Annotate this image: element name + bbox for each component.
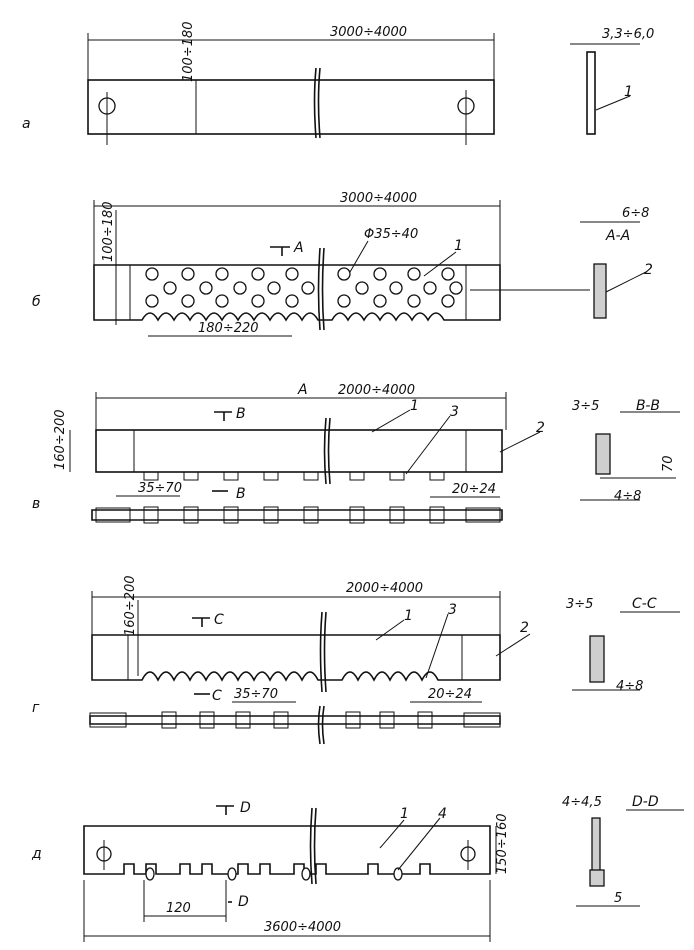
- length-value: 3000÷4000: [340, 191, 417, 206]
- break-line: [323, 417, 331, 485]
- plan-slots: [89, 711, 501, 729]
- pitch-value: 180÷220: [198, 321, 259, 336]
- break-line: [319, 611, 327, 693]
- hole-diameter: Φ35÷40: [364, 227, 418, 242]
- pitch-value: 120: [166, 901, 191, 916]
- side-view: [586, 51, 596, 135]
- leader-2: [495, 633, 531, 657]
- callout-4: 4: [438, 806, 447, 822]
- leader-1: [595, 95, 631, 111]
- row-label-d: д: [31, 846, 42, 862]
- row-label-b: б: [32, 294, 41, 310]
- leader-1: [371, 409, 411, 433]
- thickness-value: 4÷4,5: [562, 795, 602, 810]
- row-label-g: г: [32, 700, 40, 716]
- row-label-a: а: [22, 116, 31, 132]
- section-title: B-B: [636, 398, 660, 414]
- gap-value: 20÷24: [452, 482, 496, 497]
- section-view: [593, 263, 607, 319]
- length-value: 3600÷4000: [264, 920, 341, 935]
- leader-1: [375, 619, 405, 641]
- side-thick-value: 4÷8: [614, 489, 641, 504]
- thickness-value: 3÷5: [566, 597, 593, 612]
- comb-plate: [91, 634, 501, 682]
- length-mark: A: [297, 382, 308, 398]
- height-value: 160÷200: [123, 575, 138, 636]
- callout-1: 1: [404, 608, 413, 624]
- perforation-holes: [145, 267, 463, 308]
- slot-value: 35÷70: [138, 481, 182, 496]
- leader-1: [423, 251, 457, 277]
- section-view: [591, 817, 601, 875]
- bottom-value: 5: [614, 891, 622, 906]
- row-label-v: в: [32, 496, 40, 512]
- plan-strip: [91, 509, 503, 521]
- row-a: а 3000÷4000 100÷180 3,3÷6,0 1: [22, 21, 654, 145]
- height-value: 100÷180: [101, 201, 116, 262]
- thickness-value: 3÷5: [572, 399, 599, 414]
- section-mark-letter: A: [293, 240, 304, 256]
- callout-2: 2: [644, 262, 653, 278]
- notched-plate: [83, 825, 491, 875]
- plan-slots: [95, 506, 501, 524]
- height-value: 150÷160: [495, 813, 510, 874]
- side-thick-value: 4÷8: [616, 679, 643, 694]
- leader-2: [499, 431, 541, 453]
- section-view: [589, 635, 605, 683]
- callout-3: 3: [448, 602, 457, 618]
- length-value: 2000÷4000: [338, 383, 415, 398]
- leader-2: [605, 271, 647, 293]
- section-mark-letter-lower: C: [212, 688, 222, 704]
- perforated-plate: [93, 264, 501, 322]
- plan-strip: [89, 715, 501, 725]
- row-v: в A 2000÷4000 160÷200 B 1 3 2 35÷70 B 20…: [32, 382, 680, 524]
- section-mark-letter-lower: B: [236, 486, 246, 502]
- leader-3: [405, 415, 451, 475]
- thickness-value: 6÷8: [622, 206, 649, 221]
- break-line: [313, 67, 321, 139]
- fixing-tabs: [145, 867, 403, 881]
- length-value: 2000÷4000: [346, 581, 423, 596]
- leader-3: [425, 613, 449, 679]
- section-mark-letter: B: [236, 406, 246, 422]
- section-mark-letter-lower: D: [238, 894, 249, 910]
- section-foot: [589, 869, 605, 887]
- section-title: D-D: [632, 794, 659, 810]
- section-mark-letter: D: [240, 800, 251, 816]
- thickness-value: 3,3÷6,0: [602, 27, 654, 42]
- leader-4: [397, 817, 441, 871]
- callout-2: 2: [536, 420, 545, 436]
- row-d: д D 1 4 150÷160 120 D 3600÷4000 4÷4,5 D-…: [31, 794, 684, 942]
- hole-leader: [349, 240, 369, 273]
- row-g: г 2000÷4000 160÷200 C 1 3 2 C 35÷70 20÷2…: [32, 575, 680, 745]
- grid-plate: [95, 429, 503, 473]
- callout-1: 1: [410, 398, 419, 414]
- callout-1: 1: [454, 238, 463, 254]
- row-b: б 3000÷4000 100÷180 A Φ35÷40 180÷220 1 6…: [32, 191, 653, 337]
- callout-3: 3: [450, 404, 459, 420]
- height-value: 160÷200: [53, 409, 68, 470]
- slot-value: 35÷70: [234, 687, 278, 702]
- callout-2: 2: [520, 620, 529, 636]
- plate-body: [87, 79, 495, 135]
- break-line: [317, 247, 325, 331]
- section-mark-letter: C: [214, 612, 224, 628]
- section-title: A-A: [605, 228, 630, 244]
- leader-1: [379, 819, 405, 849]
- callout-1: 1: [400, 806, 409, 822]
- break-line: [309, 807, 317, 885]
- depth-value: 70: [661, 455, 676, 472]
- gap-value: 20÷24: [428, 687, 472, 702]
- callout-1: 1: [624, 84, 633, 100]
- section-view: [595, 433, 611, 475]
- section-title: C-C: [632, 596, 657, 612]
- length-value: 3000÷4000: [330, 25, 407, 40]
- slots-row: [143, 471, 445, 481]
- height-value: 100÷180: [181, 21, 196, 82]
